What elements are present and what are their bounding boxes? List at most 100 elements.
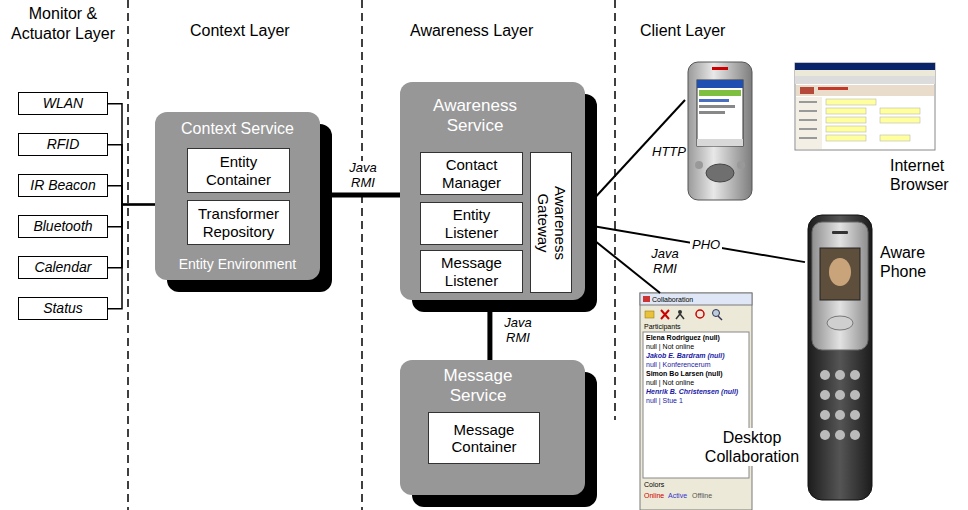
client-text: Collaboration bbox=[652, 295, 693, 304]
pda-button bbox=[706, 164, 734, 182]
client-text: Desktop Collaboration bbox=[700, 428, 804, 466]
window-icon bbox=[643, 296, 650, 302]
client-text: Active bbox=[668, 491, 687, 500]
box-label: Transformer Repository bbox=[193, 205, 284, 240]
connector bbox=[487, 300, 492, 360]
browser-toolbar bbox=[795, 76, 935, 84]
form-field bbox=[826, 117, 866, 123]
pda-screen-row bbox=[699, 99, 729, 102]
client-text: null | Konferencerum bbox=[646, 360, 710, 369]
box-label: WLAN bbox=[43, 96, 83, 111]
layer-divider bbox=[614, 0, 616, 420]
form-caption bbox=[799, 128, 817, 130]
box-label: RFID bbox=[47, 137, 80, 152]
phone-key bbox=[820, 370, 830, 380]
browser-titlebar bbox=[795, 63, 935, 70]
connector bbox=[320, 192, 400, 197]
toolbar-icon bbox=[718, 316, 722, 320]
component-box: Message Container bbox=[428, 412, 540, 464]
pda-logo bbox=[712, 67, 728, 70]
connector bbox=[108, 204, 155, 226]
form-field bbox=[880, 108, 920, 114]
form-field bbox=[880, 135, 910, 141]
collaboration-window-frame bbox=[640, 293, 752, 510]
pda-screen-row bbox=[699, 90, 741, 96]
form-field bbox=[880, 117, 920, 123]
pda-button bbox=[737, 161, 745, 169]
connector bbox=[572, 223, 805, 263]
box-label: Awareness Gateway bbox=[535, 173, 568, 273]
pda-body bbox=[688, 62, 752, 200]
browser-banner-image bbox=[818, 87, 848, 90]
window-frame bbox=[640, 293, 752, 510]
connector bbox=[572, 100, 685, 222]
toolbar-icon bbox=[696, 310, 704, 318]
layer-heading: Context Layer bbox=[190, 22, 290, 40]
pda-picture bbox=[688, 62, 752, 200]
box-label: Contact Manager bbox=[426, 156, 517, 191]
pda-screen-bar bbox=[697, 139, 743, 146]
connector bbox=[108, 204, 155, 308]
pda-screen-row bbox=[699, 105, 735, 108]
window-titlebar bbox=[640, 293, 752, 305]
service-box: Awareness ServiceContact ManagerEntity L… bbox=[400, 82, 585, 300]
sensor-box: Status bbox=[18, 297, 108, 320]
browser-screenshot bbox=[795, 63, 935, 150]
gateway-box: Awareness Gateway bbox=[530, 152, 572, 293]
client-text: Colors bbox=[644, 480, 664, 489]
protocol-label: Java RMI bbox=[340, 161, 386, 191]
layer-heading: Client Layer bbox=[640, 22, 725, 40]
box-label: Message Service bbox=[428, 366, 528, 405]
connector bbox=[572, 223, 660, 294]
component-box: Entity Listener bbox=[420, 202, 523, 245]
protocol-label: Java RMI bbox=[498, 316, 538, 346]
protocol-label: PHO bbox=[690, 238, 722, 253]
component-box: Contact Manager bbox=[420, 152, 523, 195]
form-field bbox=[826, 126, 866, 132]
browser-banner bbox=[796, 85, 934, 96]
client-text: null | Not online bbox=[646, 342, 694, 351]
phone-key bbox=[835, 370, 845, 380]
phone-picture bbox=[808, 215, 872, 500]
toolbar-icon bbox=[676, 314, 684, 319]
sensor-box: Calendar bbox=[18, 256, 108, 279]
browser-menubar bbox=[795, 70, 935, 76]
browser-client: Internet Browser bbox=[685, 60, 965, 200]
sensor-box: IR Beacon bbox=[18, 174, 108, 197]
phone-key bbox=[835, 390, 845, 400]
layer-dividers bbox=[128, 0, 615, 510]
box-label: Calendar bbox=[35, 260, 92, 275]
client-text: Offline bbox=[692, 491, 712, 500]
sensor-box: RFID bbox=[18, 133, 108, 156]
toolbar-icon bbox=[645, 311, 654, 318]
phone-body bbox=[808, 215, 872, 500]
sensor-box: Bluetooth bbox=[18, 215, 108, 238]
box-label: Context Service bbox=[155, 120, 320, 138]
form-field bbox=[826, 135, 866, 141]
box-label: Entity Environment bbox=[155, 256, 320, 272]
browser-banner-image bbox=[800, 87, 814, 94]
box-label: Awareness Service bbox=[425, 96, 525, 135]
component-box: Message Listener bbox=[420, 250, 523, 293]
phone-key bbox=[835, 430, 845, 440]
pda-screen bbox=[697, 80, 743, 146]
protocol-label: Java RMI bbox=[648, 247, 682, 277]
phone-front bbox=[812, 222, 868, 350]
box-label: Entity Container bbox=[193, 153, 284, 188]
client-text: Online bbox=[644, 491, 664, 500]
component-box: Entity Container bbox=[187, 148, 290, 193]
form-field bbox=[826, 99, 876, 105]
pda-screen-bar bbox=[697, 80, 743, 88]
connector bbox=[108, 145, 155, 205]
client-text: Participants bbox=[644, 322, 681, 331]
box-label: Bluetooth bbox=[33, 219, 92, 234]
box-label: Message Container bbox=[434, 421, 534, 456]
form-caption bbox=[799, 137, 817, 139]
connector bbox=[108, 204, 155, 267]
phone-key bbox=[820, 430, 830, 440]
pda-button bbox=[695, 161, 703, 169]
form-caption bbox=[799, 110, 817, 112]
client-text: Henrik B. Christensen (null) bbox=[646, 387, 738, 396]
